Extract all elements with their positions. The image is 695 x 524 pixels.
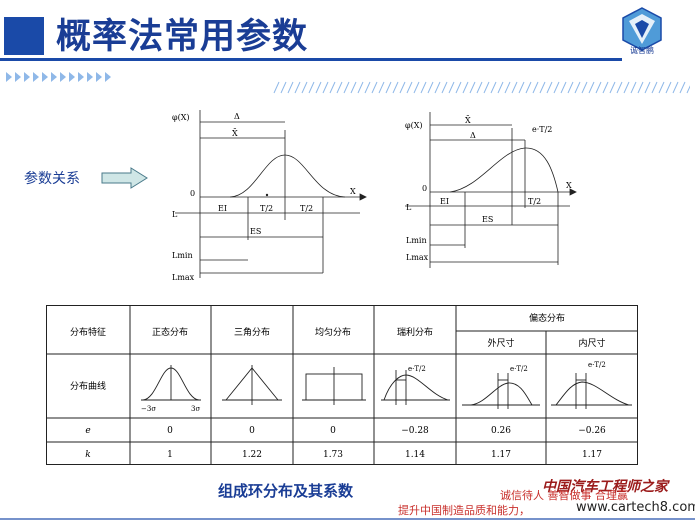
e-triangular: 0 [249, 426, 255, 436]
half-tol-label-right: T/2 [528, 197, 541, 206]
ei-label: EI [218, 204, 227, 213]
lmin-label-right: Lmin [406, 236, 427, 245]
header-feature: 分布特征 [70, 326, 106, 338]
row-curve-label: 分布曲线 [70, 380, 106, 392]
e-inner: −0.26 [578, 426, 606, 436]
curve-sketches [141, 365, 632, 409]
logo-icon [622, 7, 662, 51]
right-arrow-icon [101, 167, 148, 189]
watermark-brand: 中国汽车工程师之家 [542, 479, 668, 495]
header-triangular: 三角分布 [234, 326, 270, 338]
diagram-left [175, 110, 367, 278]
e-uniform: 0 [330, 426, 336, 436]
title-accent-block [4, 17, 44, 55]
e-normal: 0 [167, 426, 173, 436]
parameter-diagrams: φ(X) Δ X̄ 0 X L EI T/2 T/2 ES Lmin Lmax … [172, 110, 577, 282]
lmax-label-right: Lmax [406, 253, 429, 262]
header-inner-size: 内尺寸 [578, 337, 605, 349]
k-outer: 1.17 [491, 450, 511, 460]
e-rayleigh: −0.28 [401, 426, 429, 436]
row-e-label: e [85, 426, 90, 436]
distribution-coefficient-table: 偏态分布 分布特征 正态分布 三角分布 均匀分布 瑞利分布 外尺寸 内尺寸 分布… [46, 305, 638, 465]
slash-banner-decoration [273, 81, 690, 94]
l-label-right: L [406, 203, 412, 212]
row-k-label: k [85, 450, 90, 460]
es-label: ES [250, 227, 261, 236]
header-rayleigh: 瑞利分布 [397, 326, 433, 338]
diagram-right [405, 112, 577, 268]
inner-et2-label: e·T/2 [588, 361, 606, 369]
k-triangular: 1.22 [242, 450, 262, 460]
zero-label: 0 [190, 189, 195, 198]
e-outer: 0.26 [491, 426, 511, 436]
page-title: 概率法常用参数 [56, 17, 309, 57]
header-normal: 正态分布 [152, 326, 188, 338]
delta-label-right: Δ [470, 131, 476, 140]
half-tol-label-b: T/2 [300, 204, 313, 213]
logo-text: 诚智鹏 [630, 46, 654, 55]
zero-label-right: 0 [422, 184, 427, 193]
watermark-line2: 提升中国制造品质和能力， [398, 504, 530, 517]
footer-title: 组成环分布及其系数 [218, 482, 354, 500]
bottom-rule [0, 518, 695, 520]
lmax-label: Lmax [172, 273, 195, 282]
xbar-label-right: X̄ [465, 116, 471, 125]
phi-label: φ(X) [172, 113, 190, 122]
rayleigh-et2-label: e·T/2 [408, 365, 426, 373]
k-inner: 1.17 [582, 450, 602, 460]
header-outer-size: 外尺寸 [487, 337, 514, 349]
k-normal: 1 [167, 450, 173, 460]
delta-label: Δ [234, 112, 240, 121]
phi-label-right: φ(X) [405, 121, 423, 130]
half-tol-label-a: T/2 [260, 204, 273, 213]
ei-label-right: EI [440, 197, 449, 206]
watermark-site: www.cartech8.com [576, 500, 695, 515]
x-axis-label: X [350, 187, 356, 196]
watermark-line1: 诚信待人 善智做事 合理赢 [500, 489, 628, 502]
skew-distribution-header: 偏态分布 [529, 312, 565, 324]
k-uniform: 1.73 [323, 450, 343, 460]
l-label: L [172, 210, 178, 219]
x-axis-label-right: X [566, 181, 572, 190]
k-rayleigh: 1.14 [405, 450, 425, 460]
plus-3sigma-label: 3σ [191, 405, 200, 413]
chevron-decoration-icon [6, 72, 111, 82]
xbar-label: X̄ [232, 129, 238, 138]
title-rule [0, 58, 622, 61]
minus-3sigma-label: −3σ [141, 405, 156, 413]
es-label-right: ES [482, 215, 493, 224]
et2-label-right: e·T/2 [532, 125, 552, 134]
header-uniform: 均匀分布 [315, 326, 351, 338]
lmin-label: Lmin [172, 251, 193, 260]
parameter-relation-label: 参数关系 [24, 171, 80, 187]
outer-et2-label: e·T/2 [510, 365, 528, 373]
